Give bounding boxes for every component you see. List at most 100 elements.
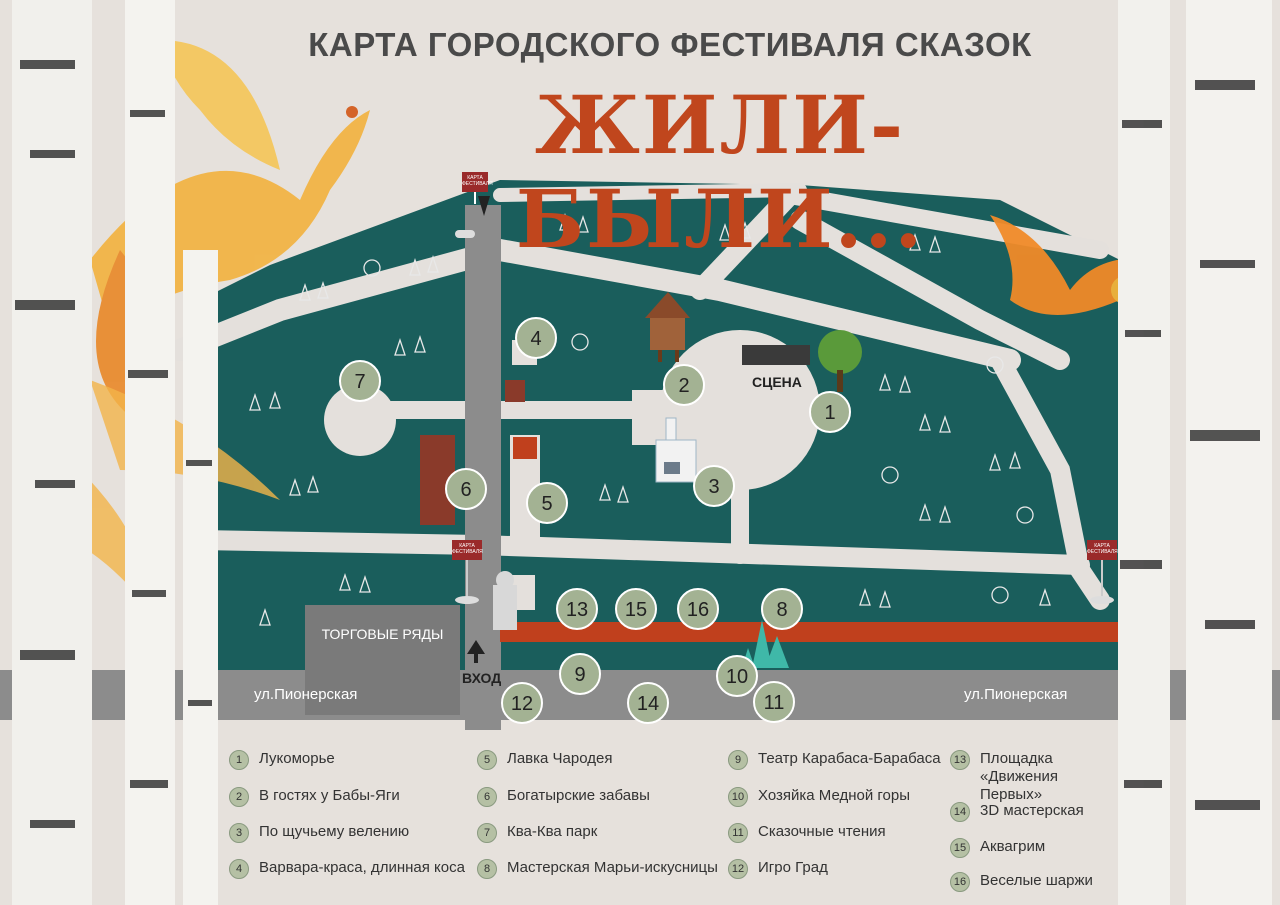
legend-item-12: 12 Игро Град — [728, 859, 828, 879]
marker-circle — [693, 465, 735, 507]
legend-item-2: 2 В гостях у Бабы-Яги — [229, 787, 400, 807]
building-small — [505, 380, 525, 402]
marker-11: 11 — [753, 681, 795, 723]
marker-15: 15 — [615, 588, 657, 630]
marker-number: 15 — [625, 599, 647, 621]
map-sign-left-text: КАРТА ФЕСТИВАЛЯ — [452, 543, 483, 555]
legend-number: 8 — [477, 859, 497, 879]
marker-9: 9 — [559, 653, 601, 695]
map-sign-right — [1087, 540, 1117, 604]
marker-1: 1 — [809, 391, 851, 433]
legend-label: В гостях у Бабы-Яги — [259, 787, 400, 804]
legend-item-14: 14 3D мастерская — [950, 802, 1084, 822]
marker-6: 6 — [445, 468, 487, 510]
marker-number: 10 — [726, 666, 748, 688]
marker-12: 12 — [501, 682, 543, 724]
marker-circle — [501, 682, 543, 724]
marker-13: 13 — [556, 588, 598, 630]
legend-item-3: 3 По щучьему велению — [229, 823, 409, 843]
map-sign-right-text: КАРТА ФЕСТИВАЛЯ — [1087, 543, 1118, 555]
marker-16: 16 — [677, 588, 719, 630]
stage-platform — [742, 345, 810, 365]
kva-kva-circle — [324, 384, 396, 456]
map-sign-top — [455, 172, 490, 238]
legend-item-8: 8 Мастерская Марьи-искусницы — [477, 859, 718, 879]
legend-number: 2 — [229, 787, 249, 807]
marker-3: 3 — [693, 465, 735, 507]
legend-number: 16 — [950, 872, 970, 892]
marker-circle — [445, 468, 487, 510]
legend-number: 10 — [728, 787, 748, 807]
marker-10: 10 — [716, 655, 758, 697]
legend-label: Богатырские забавы — [507, 787, 650, 804]
map-subtitle: КАРТА ГОРОДСКОГО ФЕСТИВАЛЯ СКАЗОК — [308, 26, 1032, 63]
marker-8: 8 — [761, 588, 803, 630]
stage-label: СЦЕНА — [752, 374, 802, 390]
marker-number: 6 — [460, 479, 471, 501]
legend-number: 13 — [950, 750, 970, 770]
marker-5: 5 — [526, 482, 568, 524]
marker-14: 14 — [627, 682, 669, 724]
legend-number: 14 — [950, 802, 970, 822]
marker-number: 13 — [566, 599, 588, 621]
marker-circle — [809, 391, 851, 433]
legend-item-1: 1 Лукоморье — [229, 750, 335, 770]
red-strip — [500, 622, 1118, 642]
legend-number: 9 — [728, 750, 748, 770]
legend-label: Варвара-краса, длинная коса — [259, 859, 465, 876]
marker-number: 9 — [574, 664, 585, 686]
legend-label: По щучьему велению — [259, 823, 410, 840]
legend-number: 15 — [950, 838, 970, 858]
central-plaza — [660, 330, 820, 490]
map-sign-top-text: КАРТА ФЕСТИВАЛЯ — [462, 175, 493, 187]
marker-circle — [559, 653, 601, 695]
marker-number: 11 — [764, 692, 785, 714]
legend-label: Ква-Ква парк — [507, 823, 598, 840]
legend-item-10: 10 Хозяйка Медной горы — [728, 787, 910, 807]
birch-trees — [12, 0, 1272, 905]
baba-yaga-hut — [645, 292, 690, 362]
legend-label: 3D мастерская — [980, 802, 1084, 819]
marker-number: 8 — [776, 599, 787, 621]
marker-number: 14 — [637, 693, 659, 715]
legend-number: 3 — [229, 823, 249, 843]
marker-2: 2 — [663, 364, 705, 406]
legend-label: Веселые шаржи — [980, 872, 1093, 889]
legend-number: 11 — [728, 823, 748, 843]
marker-number: 3 — [708, 476, 719, 498]
map-sign-right-line1: КАРТА — [1094, 543, 1110, 549]
legend-label: Хозяйка Медной горы — [758, 787, 910, 804]
map-sign-right-line2: ФЕСТИВАЛЯ — [1087, 549, 1118, 555]
marker-number: 5 — [541, 493, 552, 515]
legend-label: Лукоморье — [259, 750, 335, 767]
legend-number: 12 — [728, 859, 748, 879]
map-sign-top-line2: ФЕСТИВАЛЯ — [462, 181, 493, 187]
marker-circle — [615, 588, 657, 630]
building-lavka-roof — [513, 437, 537, 459]
marker-circle — [515, 317, 557, 359]
festival-title: ЖИЛИ-БЫЛИ... — [515, 78, 925, 266]
legend-number: 1 — [229, 750, 249, 770]
marker-circle — [753, 681, 795, 723]
street-label-right: ул.Пионерская — [964, 686, 1068, 703]
legend-label: Мастерская Марьи-искусницы — [507, 859, 718, 876]
market-rows — [305, 605, 460, 715]
marker-number: 1 — [824, 402, 835, 424]
entrance-statue — [493, 571, 517, 630]
legend-label: Игро Град — [758, 859, 828, 876]
marker-circle — [526, 482, 568, 524]
marker-4: 4 — [515, 317, 557, 359]
marker-number: 4 — [530, 328, 541, 350]
map-sign-left-line1: КАРТА — [459, 543, 475, 549]
marker-circle — [677, 588, 719, 630]
russian-stove — [655, 417, 697, 483]
marker-number: 7 — [354, 371, 365, 393]
